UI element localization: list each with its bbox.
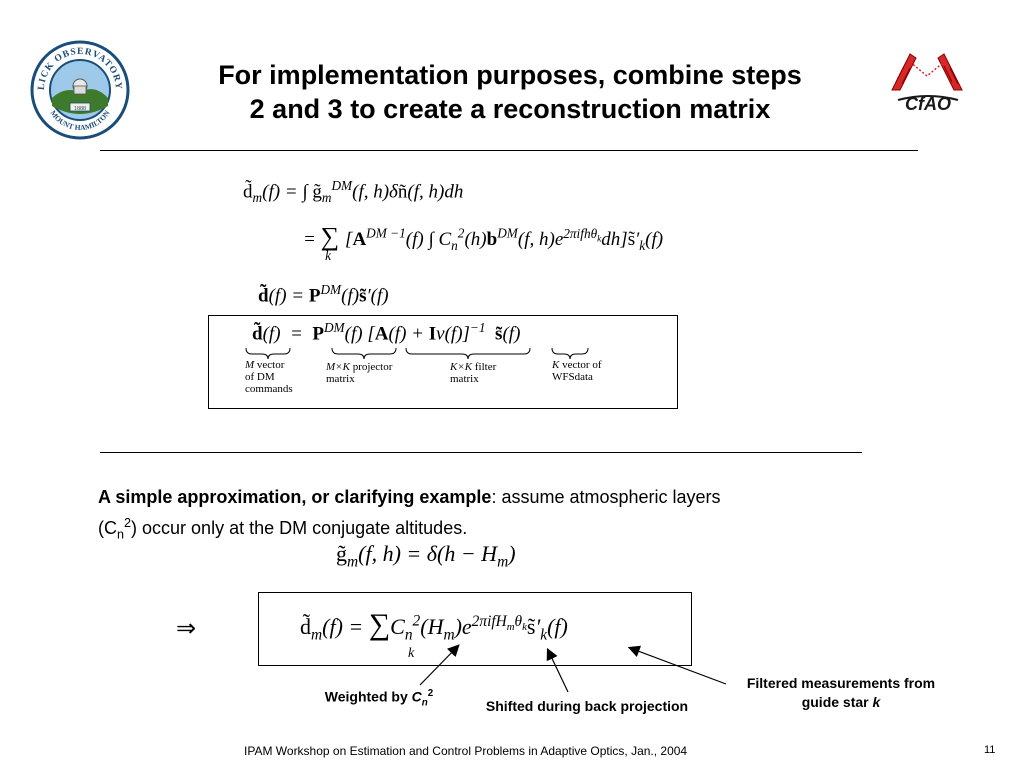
section-divider [100,452,862,453]
callout-filtered: Filtered measurements from guide star k [718,674,964,712]
equation-dm-line1: d̃m(f) = ∫ g̃mDM(f, h)δñ(f, h)dh [243,178,464,206]
label-m-line3: commands [245,383,293,395]
label-filter: K×K filter matrix [450,361,530,385]
title-line-2: 2 and 3 to create a reconstruction matri… [249,94,771,124]
approx-rest: : assume atmospheric layers [491,487,721,507]
callout-weighted-sub: n [421,697,428,709]
callout-weighted-sup: 2 [427,688,434,699]
slide-footer: IPAM Workshop on Estimation and Control … [244,744,688,758]
callout-shifted: Shifted during back projection [485,698,689,714]
lick-seal-icon: LICK OBSERVATORY MOUNT HAMILTON 1888 [30,40,130,140]
label-m-word: vector [256,359,285,371]
label-filter-symbol: K×K [450,361,473,373]
equation-reconstructor: d̃(f) = PDM(f) [A(f) + Iν(f)]−1 s̃(f) [252,320,521,345]
callout-weighted-text: Weighted by [324,688,412,705]
title-line-1: For implementation purposes, combine ste… [218,60,802,90]
logo-year: 1888 [74,106,86,112]
arrow-filtered [627,645,727,685]
page-number: 11 [984,744,996,756]
label-wfs-line2: WFSdata [552,371,593,383]
label-m-symbol: M [245,359,255,371]
equation-matrix-form: d̃(f) = PDM(f)s̃′(f) [258,282,389,307]
slide-title: For implementation purposes, combine ste… [130,58,890,126]
approx-cn-sup: 2 [124,516,132,530]
approximation-text: A simple approximation, or clarifying ex… [98,484,928,548]
label-projector: M×K projector matrix [326,361,421,385]
sum-index-k: k [408,646,415,661]
lick-observatory-logo: LICK OBSERVATORY MOUNT HAMILTON 1888 [30,40,130,140]
approx-line-1: A simple approximation, or clarifying ex… [98,484,928,510]
reconstruction-box [208,315,678,409]
cfao-logo-icon: CfAO [891,53,963,114]
callout-filtered-line1: Filtered measurements from [746,675,936,691]
label-proj-line2: matrix [326,373,355,385]
label-proj-word: projector [352,361,393,373]
label-wfs: K vector of WFSdata [552,359,632,383]
label-m-line2: of DM [245,371,275,383]
callout-filtered-line2: guide star k [718,693,964,712]
underbraces [245,347,589,360]
equation-dm-line2: = ∑k[ADM −1(f) ∫ Cn2(h)bDM(f, h)e2πifhθk… [303,222,664,263]
callout-filtered-var: k [872,694,881,710]
implies-symbol: ⇒ [176,616,197,642]
callout-filtered-text: guide star [801,694,873,710]
arrow-shifted [546,647,569,693]
approx-bold: A simple approximation, or clarifying ex… [98,487,492,507]
callout-weighted: Weighted by Cn2 [304,688,454,708]
label-wfs-symbol: K [552,359,560,371]
cfao-logo: CfAO [882,44,972,124]
approx-cn-pre: (C [98,518,117,538]
equation-g-delta: g̃m(f, h) = δ(h − Hm) [336,541,516,571]
approx-line2-rest: ) occur only at the DM conjugate altitud… [131,518,468,538]
equation-final: d̃m(f) = ∑Cn2(Hm)e2πifHmθks̃′k(f) [300,608,568,644]
title-divider [100,150,918,151]
arrow-weighted [419,644,460,686]
label-filter-word: filter [474,361,497,373]
label-dm-vector: M vector of DM commands [245,359,315,395]
label-proj-symbol: M×K [326,361,350,373]
approx-line-2: (Cn2) occur only at the DM conjugate alt… [98,510,928,548]
final-equation-box [258,592,692,666]
label-filter-line2: matrix [450,373,479,385]
cfao-text: CfAO [905,94,951,114]
label-wfs-word: vector of [562,359,602,371]
callout-weighted-var: C [411,688,422,705]
approx-cn-sub: n [117,527,125,542]
